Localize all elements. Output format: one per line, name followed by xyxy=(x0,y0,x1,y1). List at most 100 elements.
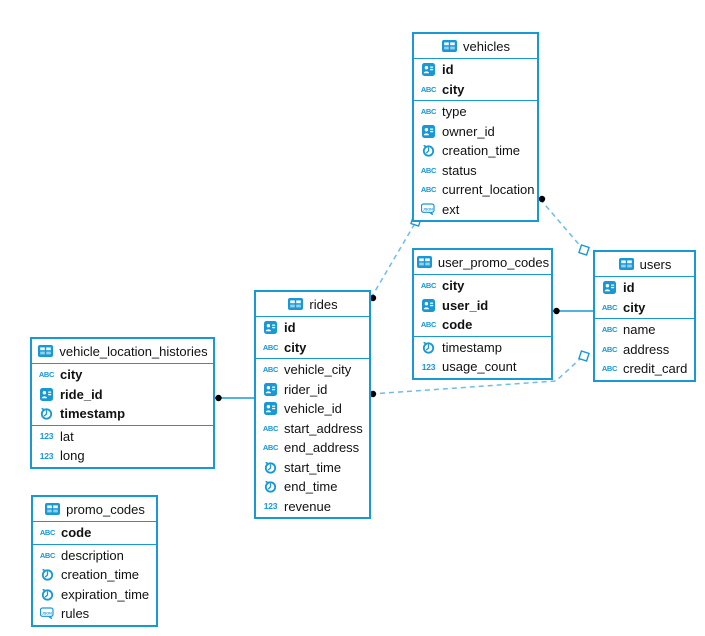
field-row-id[interactable]: id xyxy=(256,318,369,338)
key-divider xyxy=(595,318,694,319)
text-icon: ABC xyxy=(601,344,618,354)
number-icon: 123 xyxy=(39,431,54,442)
key-divider xyxy=(256,358,369,359)
table-icon xyxy=(44,503,61,515)
svg-text:JSON: JSON xyxy=(42,612,52,616)
relationship-vehicles-to-users[interactable] xyxy=(538,195,590,256)
field-name: code xyxy=(61,525,92,541)
field-row-vehicle_id[interactable]: vehicle_id xyxy=(256,399,369,419)
field-name: city xyxy=(60,367,83,383)
table-name: vehicles xyxy=(463,38,510,54)
text-icon: ABC xyxy=(420,320,437,330)
relationship-line[interactable] xyxy=(370,224,415,299)
endpoint-dot xyxy=(215,394,222,402)
field-row-user_id[interactable]: user_id xyxy=(414,296,551,316)
field-name: city xyxy=(623,299,646,315)
relationship-vehicle_location_histories-to-rides[interactable] xyxy=(215,394,256,402)
table-header-rides[interactable]: rides xyxy=(256,292,369,317)
endpoint-dot xyxy=(538,195,546,203)
field-row-owner_id[interactable]: owner_id xyxy=(414,122,537,142)
json-icon: JSON xyxy=(39,607,56,620)
field-name: user_id xyxy=(442,297,489,313)
number-icon: 123 xyxy=(263,501,278,512)
endpoint-diamond xyxy=(578,350,590,362)
field-name: timestamp xyxy=(442,339,502,355)
id-icon xyxy=(262,402,279,416)
table-icon xyxy=(618,258,635,270)
field-name: creation_time xyxy=(442,143,521,159)
field-row-timestamp[interactable]: timestamp xyxy=(414,338,551,358)
field-row-rider_id[interactable]: rider_id xyxy=(256,380,369,400)
time-icon xyxy=(262,461,279,474)
field-row-id[interactable]: id xyxy=(414,60,537,80)
text-icon: ABC xyxy=(262,443,279,453)
field-name: description xyxy=(61,547,124,563)
relationship-line[interactable] xyxy=(539,198,583,249)
table-header-vehicle_location_histories[interactable]: vehicle_location_histories xyxy=(32,339,213,364)
id-icon xyxy=(601,281,618,295)
field-row-end_time[interactable]: end_time xyxy=(256,477,369,497)
field-name: id xyxy=(442,62,454,78)
number-icon: 123 xyxy=(421,361,436,372)
field-row-start_time[interactable]: start_time xyxy=(256,458,369,478)
table-name: rides xyxy=(309,296,338,312)
field-name: code xyxy=(442,317,473,333)
field-name: rider_id xyxy=(284,381,328,397)
table-header-user_promo_codes[interactable]: user_promo_codes xyxy=(414,250,551,275)
id-icon xyxy=(420,124,437,138)
json-icon: JSON xyxy=(420,203,437,216)
id-icon xyxy=(38,387,55,401)
key-divider xyxy=(414,335,551,337)
field-row-ride_id[interactable]: ride_id xyxy=(32,385,213,405)
field-row-expiration_time[interactable]: expiration_time xyxy=(33,585,156,605)
field-row-creation_time[interactable]: creation_time xyxy=(414,141,537,161)
field-name: timestamp xyxy=(60,406,126,422)
field-name: ride_id xyxy=(60,386,103,402)
field-row-timestamp[interactable]: timestamp xyxy=(32,404,213,424)
text-icon: ABC xyxy=(420,281,437,291)
table-header-vehicles[interactable]: vehicles xyxy=(414,34,537,59)
field-row-id[interactable]: id xyxy=(595,278,694,298)
field-row-code[interactable]: ABC code xyxy=(414,315,551,335)
id-icon xyxy=(420,63,437,77)
table-name: users xyxy=(639,256,672,272)
relationship-user_promo_codes-to-users[interactable] xyxy=(553,307,594,315)
time-icon xyxy=(38,407,55,420)
table-name: user_promo_codes xyxy=(437,254,550,270)
field-name: vehicle_city xyxy=(284,362,352,378)
field-row-creation_time[interactable]: creation_time xyxy=(33,565,156,585)
field-name: start_address xyxy=(284,420,363,436)
field-name: vehicle_id xyxy=(284,401,342,417)
key-divider xyxy=(32,424,213,426)
table-header-users[interactable]: users xyxy=(595,252,694,277)
table-header-promo_codes[interactable]: promo_codes xyxy=(33,497,156,522)
